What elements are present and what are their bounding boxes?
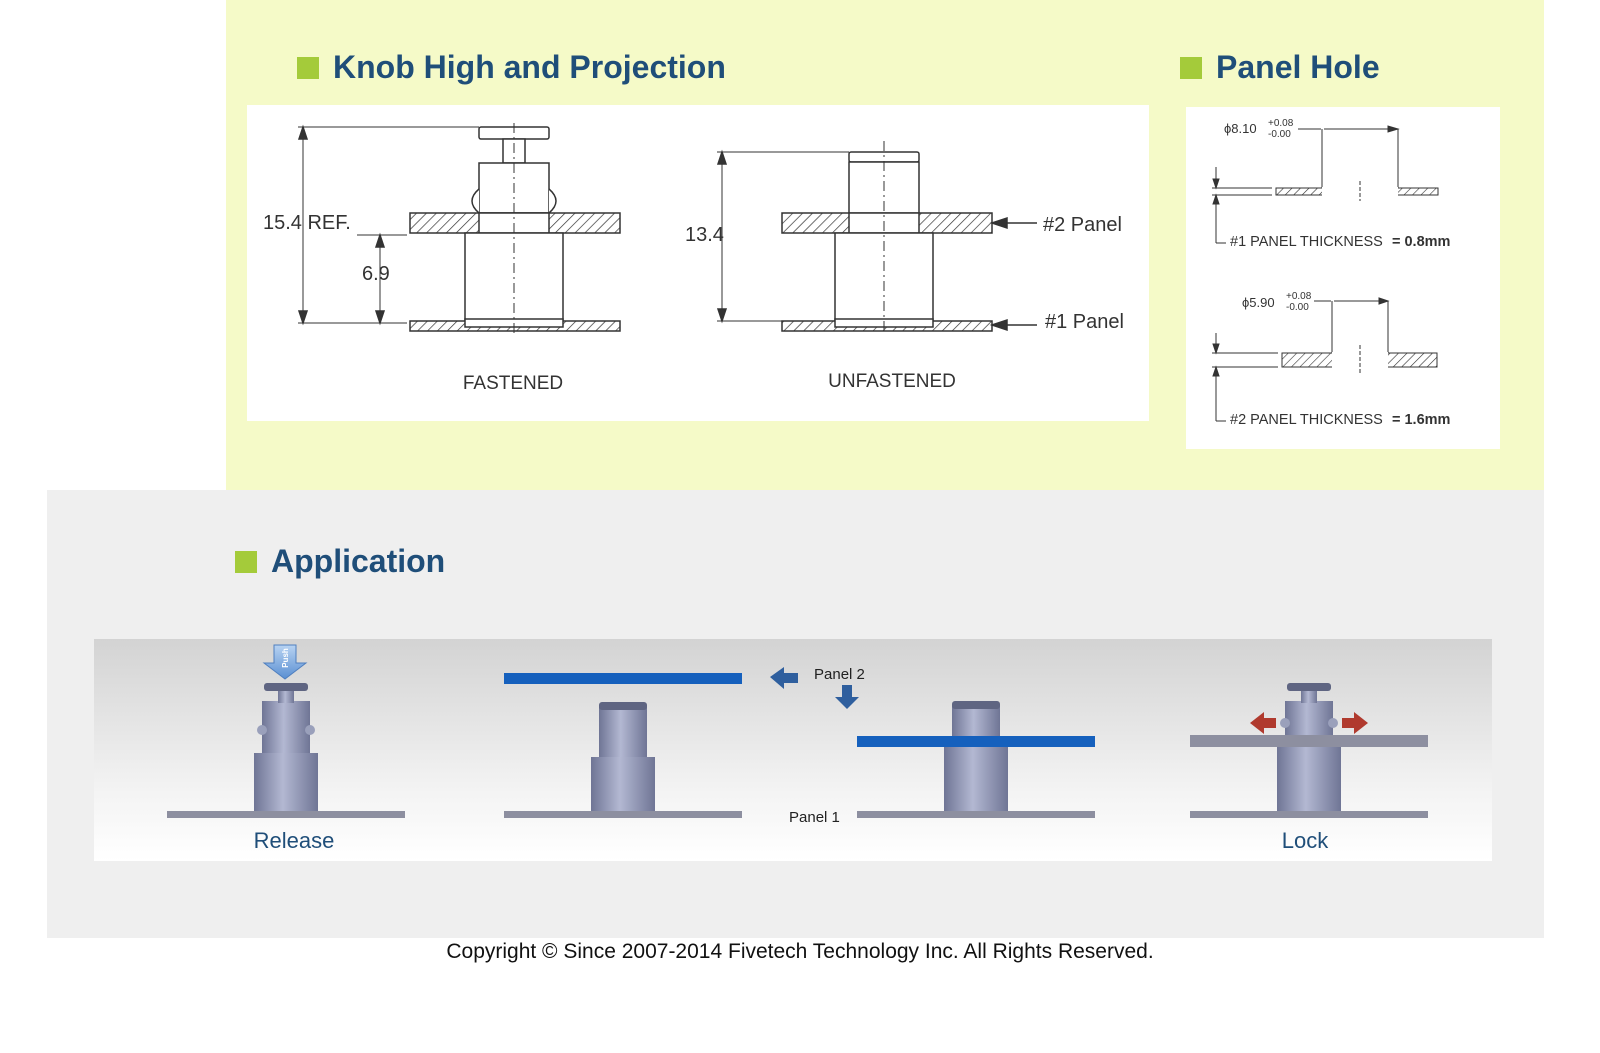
panel1-label: #1 Panel [1045,311,1124,333]
fastened-knob-drawing [297,123,621,335]
panel1-app-label: Panel 1 [789,809,840,826]
locked-panel2 [1190,735,1428,747]
hole2-tol-plus: +0.08 [1286,291,1312,302]
panel2-insert-step: Panel 2 Panel 1 [770,666,1095,826]
hole2-thickness-label: #2 PANEL THICKNESS [1230,412,1383,428]
knob-diagram-panel: 15.4 REF. 6.9 13.4 #2 Panel #1 Panel FAS… [247,105,1149,421]
unfastened-caption: UNFASTENED [828,371,956,392]
unfastened-knob-drawing [716,141,1037,335]
push-label: Push [281,648,290,668]
arrow-left-red-icon [1250,712,1276,734]
lock-label: Lock [1282,828,1329,853]
hole1-diameter: ϕ8.10 [1224,121,1257,136]
hole2-diameter: ϕ5.90 [1242,295,1275,310]
release-label: Release [254,828,335,853]
hole1-tol-plus: +0.08 [1268,118,1294,129]
unfastened-height: 13.4 [685,224,724,246]
hole1-thickness-value: = 0.8mm [1392,234,1450,250]
release-step: Push [167,644,405,818]
panel-hole-title: Panel Hole [1216,49,1380,85]
bullet-square-icon [297,56,319,79]
lock-step [1190,683,1428,818]
application-title: Application [271,543,446,579]
fastened-caption: FASTENED [463,373,563,394]
hole2-drawing [1212,297,1438,422]
hole1-drawing [1212,125,1439,244]
panel-hole-technical-drawing: ϕ8.10 +0.08 -0.00 #1 PANEL THICKNESS = 0… [1212,118,1450,428]
application-illustration-strip: Push Panel 2 Panel 1 [94,639,1492,861]
push-arrow-icon [262,644,308,680]
panel2-app-label: Panel 2 [814,666,865,683]
arrow-down-icon [835,685,859,709]
base-plate [167,811,405,818]
application-heading: Application [235,543,445,580]
panel-hole-diagram-panel: ϕ8.10 +0.08 -0.00 #1 PANEL THICKNESS = 0… [1186,107,1500,449]
panel-hole-heading: Panel Hole [1180,49,1380,86]
panel2-label: #2 Panel [1043,214,1122,236]
fastened-inner-height: 6.9 [362,263,390,285]
bullet-square-icon [235,550,257,573]
hole1-thickness-label: #1 PANEL THICKNESS [1230,234,1383,250]
knob-section-title: Knob High and Projection [333,49,726,85]
copyright-footer: Copyright © Since 2007-2014 Fivetech Tec… [446,940,1154,963]
knob-section-heading: Knob High and Projection [297,49,726,86]
application-steps-illustration: Push Panel 2 Panel 1 [167,644,1428,853]
panel2-approach-step [504,673,742,818]
fastened-height-ref: 15.4 REF. [263,212,351,234]
hole2-tol-minus: -0.00 [1286,302,1309,313]
hole2-thickness-value: = 1.6mm [1392,412,1450,428]
knob-technical-drawing: 15.4 REF. 6.9 13.4 #2 Panel #1 Panel FAS… [263,123,1124,394]
hole1-tol-minus: -0.00 [1268,129,1291,140]
panel2-bar [504,673,742,684]
arrow-right-red-icon [1342,712,1368,734]
panel2-bar-inserted [857,736,1095,747]
arrow-left-icon [770,667,798,689]
bullet-square-icon [1180,56,1202,79]
